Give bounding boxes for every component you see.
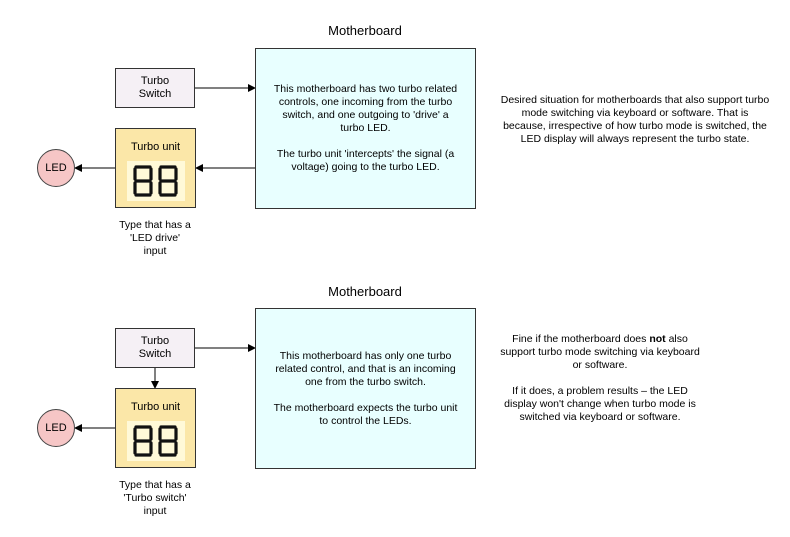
unit-caption-1: Type that has a 'LED drive' input bbox=[95, 219, 215, 258]
note-text-2b: If it does, a problem results – the LED … bbox=[504, 385, 696, 423]
unit-caption-2: Type that has a 'Turbo switch' input bbox=[95, 479, 215, 518]
seven-segment-display-icon bbox=[126, 421, 185, 461]
caption-line3: input bbox=[143, 505, 167, 517]
motherboard-text-1a: This motherboard has two turbo related c… bbox=[273, 83, 458, 134]
switch-label-line1: Turbo bbox=[140, 75, 170, 87]
motherboard-text-2a: This motherboard has only one turbo rela… bbox=[275, 349, 456, 388]
motherboard-box-2: This motherboard has only one turbo rela… bbox=[255, 308, 476, 469]
caption-line2: 'Turbo switch' bbox=[123, 492, 187, 504]
motherboard-title-2: Motherboard bbox=[328, 284, 402, 299]
caption-line1: Type that has a bbox=[119, 219, 191, 231]
motherboard-text-1b: The turbo unit 'intercepts' the signal (… bbox=[276, 148, 455, 173]
led-label: LED bbox=[45, 422, 67, 434]
motherboard-text-2b: The motherboard expects the turbo unit t… bbox=[273, 401, 458, 427]
note-2: Fine if the motherboard does not also su… bbox=[495, 333, 705, 424]
turbo-unit-label: Turbo unit bbox=[130, 401, 181, 413]
turbo-unit-box-2: Turbo unit bbox=[115, 388, 196, 468]
seven-segment-display-icon bbox=[126, 161, 185, 201]
caption-line1: Type that has a bbox=[119, 479, 191, 491]
led-indicator-2: LED bbox=[37, 409, 75, 447]
motherboard-box-1: This motherboard has two turbo related c… bbox=[255, 48, 476, 209]
note-1: Desired situation for motherboards that … bbox=[500, 94, 770, 146]
turbo-unit-box-1: Turbo unit bbox=[115, 128, 196, 208]
switch-label-line1: Turbo bbox=[140, 335, 170, 347]
note-text-1: Desired situation for motherboards that … bbox=[500, 94, 770, 145]
led-indicator-1: LED bbox=[37, 149, 75, 187]
caption-line3: input bbox=[143, 245, 167, 257]
switch-label-line2: Switch bbox=[138, 88, 172, 100]
emphasis-not: not bbox=[649, 333, 666, 345]
switch-label-line2: Switch bbox=[138, 348, 172, 360]
led-label: LED bbox=[45, 162, 67, 174]
turbo-switch-box-2: Turbo Switch bbox=[115, 328, 195, 368]
note-text-2a: Fine if the motherboard does not also su… bbox=[500, 333, 700, 371]
turbo-switch-box-1: Turbo Switch bbox=[115, 68, 195, 108]
caption-line2: 'LED drive' bbox=[129, 232, 181, 244]
motherboard-title-1: Motherboard bbox=[328, 23, 402, 38]
turbo-unit-label: Turbo unit bbox=[130, 141, 181, 153]
